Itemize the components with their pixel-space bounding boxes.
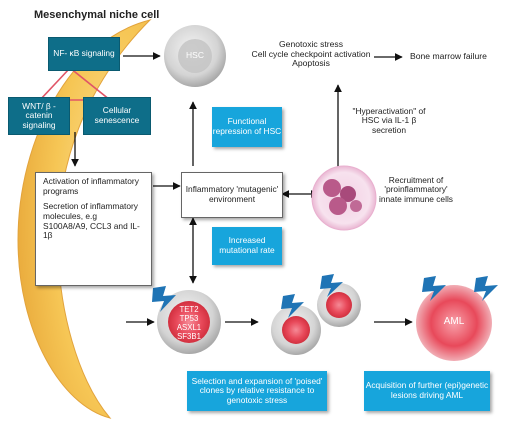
immune-cell bbox=[311, 165, 377, 231]
poised-clone-cell bbox=[317, 283, 361, 327]
hsc-label: HSC bbox=[186, 50, 204, 60]
environment-box: Inflammatory 'mutagenic' environment bbox=[181, 172, 283, 218]
bone-marrow-failure-label: Bone marrow failure bbox=[410, 51, 487, 61]
mutation-label: SF3B1 bbox=[177, 331, 201, 341]
senescence-box: Cellular senescence bbox=[83, 97, 151, 135]
aml-cell bbox=[416, 285, 492, 361]
signaling-triangle bbox=[38, 66, 113, 101]
nfkb-signaling-box: NF- κB signaling bbox=[48, 37, 120, 71]
lightning-icon bbox=[422, 276, 446, 301]
mutation-label: ASXL1 bbox=[176, 322, 202, 332]
stress-line: Genotoxic stress bbox=[279, 39, 343, 49]
hsc-cell bbox=[164, 25, 226, 87]
poised-clone-cell bbox=[271, 305, 321, 355]
recruitment-label: Recruitment of 'proinflammatory' innate … bbox=[378, 175, 453, 204]
mutation-label: TET2 bbox=[179, 305, 199, 314]
lightning-icon bbox=[320, 274, 343, 297]
secretion-text: Secretion of inflammatory molecules, e.g… bbox=[43, 201, 140, 241]
lightning-icon bbox=[152, 286, 176, 312]
stress-line: Apoptosis bbox=[292, 58, 330, 69]
stress-text: Genotoxic stress Cell cycle checkpoint a… bbox=[245, 39, 377, 69]
functional-repression-box: Functional repression of HSC bbox=[212, 107, 282, 147]
hyperactivation-label: "Hyperactivation" of HSC via IL-1 β secr… bbox=[352, 106, 426, 135]
mutated-cell bbox=[157, 290, 221, 354]
mutation-label: TP53 bbox=[179, 313, 199, 323]
inflammatory-activation-box: Activation of inflammatory programs Secr… bbox=[35, 172, 152, 286]
wnt-signaling-box: WNT/ β -catenin signaling bbox=[8, 97, 70, 135]
stress-line: Cell cycle checkpoint activation bbox=[251, 48, 371, 59]
aml-label: AML bbox=[443, 316, 465, 327]
activation-programs-text: Activation of inflammatory programs bbox=[43, 176, 139, 196]
selection-box: Selection and expansion of 'poised' clon… bbox=[187, 371, 327, 411]
lightning-icon bbox=[281, 294, 304, 318]
lightning-icon bbox=[474, 276, 498, 301]
increased-rate-box: Increased mutational rate bbox=[212, 227, 282, 265]
niche-title: Mesenchymal niche cell bbox=[34, 9, 160, 21]
acquisition-box: Acquisition of further (epi)genetic lesi… bbox=[364, 371, 490, 411]
mutation-list: TET2 TP53 ASXL1 SF3B1 bbox=[172, 305, 206, 342]
